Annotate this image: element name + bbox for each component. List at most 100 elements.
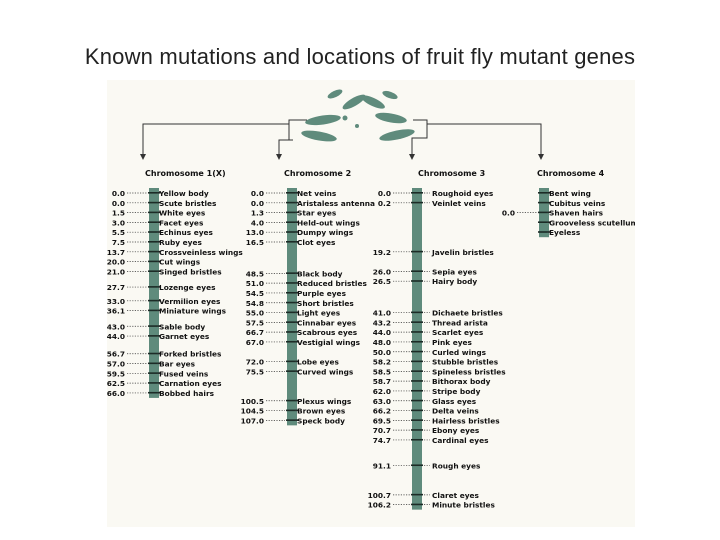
locus-position: 0.0	[251, 189, 264, 198]
locus-tick	[286, 201, 298, 204]
gene-label: Ebony eyes	[432, 426, 480, 435]
locus-position: 0.0	[251, 199, 264, 208]
locus-tick	[411, 464, 423, 467]
locus-position: 0.0	[112, 199, 125, 208]
gene-label: Sepia eyes	[432, 267, 478, 276]
locus-tick	[411, 429, 423, 431]
locus-row: Cubitus veins	[538, 199, 606, 208]
locus-tick	[286, 331, 298, 333]
locus-tick	[148, 192, 160, 194]
locus-tick	[411, 399, 423, 402]
locus-position: 41.0	[373, 309, 391, 318]
locus-tick	[148, 241, 160, 243]
locus-tick	[286, 301, 298, 304]
gene-label: Net veins	[297, 189, 337, 198]
gene-label: Cardinal eyes	[432, 436, 489, 445]
locus-tick	[411, 419, 423, 421]
locus-position: 13.0	[246, 228, 264, 237]
locus-position: 33.0	[107, 297, 125, 306]
locus-position: 13.7	[107, 248, 125, 257]
locus-position: 48.0	[373, 338, 391, 347]
gene-label: Reduced bristles	[297, 279, 367, 288]
gene-label: Short bristles	[297, 299, 354, 308]
locus-position: 1.3	[251, 209, 264, 218]
gene-label: Pink eyes	[432, 338, 473, 347]
locus-tick	[148, 362, 160, 365]
gene-label: Bar eyes	[159, 360, 196, 369]
locus-position: 0.0	[112, 189, 125, 198]
locus-position: 43.2	[373, 318, 391, 327]
gene-label: Cut wings	[159, 258, 201, 267]
locus-tick	[411, 438, 423, 441]
locus-position: 72.0	[246, 358, 264, 367]
locus-position: 54.8	[246, 299, 264, 308]
locus-row: 0.0 Yellow body	[112, 189, 209, 198]
gene-label: Cubitus veins	[549, 199, 606, 208]
gene-label: Bithorax body	[432, 377, 491, 386]
locus-tick	[148, 325, 160, 327]
gene-label: Purple eyes	[297, 289, 347, 298]
locus-position: 100.5	[241, 397, 264, 406]
locus-row: 54.8 Short bristles	[246, 299, 355, 308]
gene-label: Cinnabar eyes	[297, 318, 357, 327]
gene-label: Curled wings	[432, 348, 487, 357]
locus-row: 51.0 Reduced bristles	[246, 279, 368, 288]
locus-tick	[148, 299, 160, 302]
locus-position: 58.7	[373, 377, 391, 386]
locus-position: 51.0	[246, 279, 264, 288]
locus-position: 7.5	[112, 238, 125, 247]
chromosome-bar	[149, 188, 159, 398]
locus-position: 26.5	[373, 277, 391, 286]
locus-position: 57.0	[107, 360, 125, 369]
gene-label: Carnation eyes	[159, 379, 222, 388]
locus-position: 48.5	[246, 269, 264, 278]
gene-label: Minute bristles	[432, 501, 495, 510]
chromosome-bar	[287, 188, 297, 426]
gene-label: Stubble bristles	[432, 358, 499, 367]
locus-position: 75.5	[246, 367, 264, 376]
locus-row: 0.0 Net veins	[251, 189, 337, 198]
locus-tick	[411, 370, 423, 372]
gene-label: Yellow body	[158, 189, 209, 198]
slide-title: Known mutations and locations of fruit f…	[84, 44, 636, 69]
locus-position: 107.0	[241, 416, 264, 425]
locus-tick	[411, 270, 423, 272]
locus-tick	[411, 250, 423, 253]
locus-position: 43.0	[107, 322, 125, 331]
gene-label: Veinlet veins	[432, 199, 486, 208]
chromosome-bar	[412, 188, 422, 510]
chromosome-title: Chromosome 3	[418, 169, 485, 178]
locus-tick	[286, 221, 298, 223]
locus-position: 100.7	[368, 491, 391, 500]
locus-tick	[411, 389, 423, 392]
gene-label: Eyeless	[549, 228, 581, 237]
locus-position: 50.0	[373, 348, 391, 357]
locus-tick	[411, 380, 423, 382]
locus-row: 57.0 Bar eyes	[107, 360, 196, 369]
